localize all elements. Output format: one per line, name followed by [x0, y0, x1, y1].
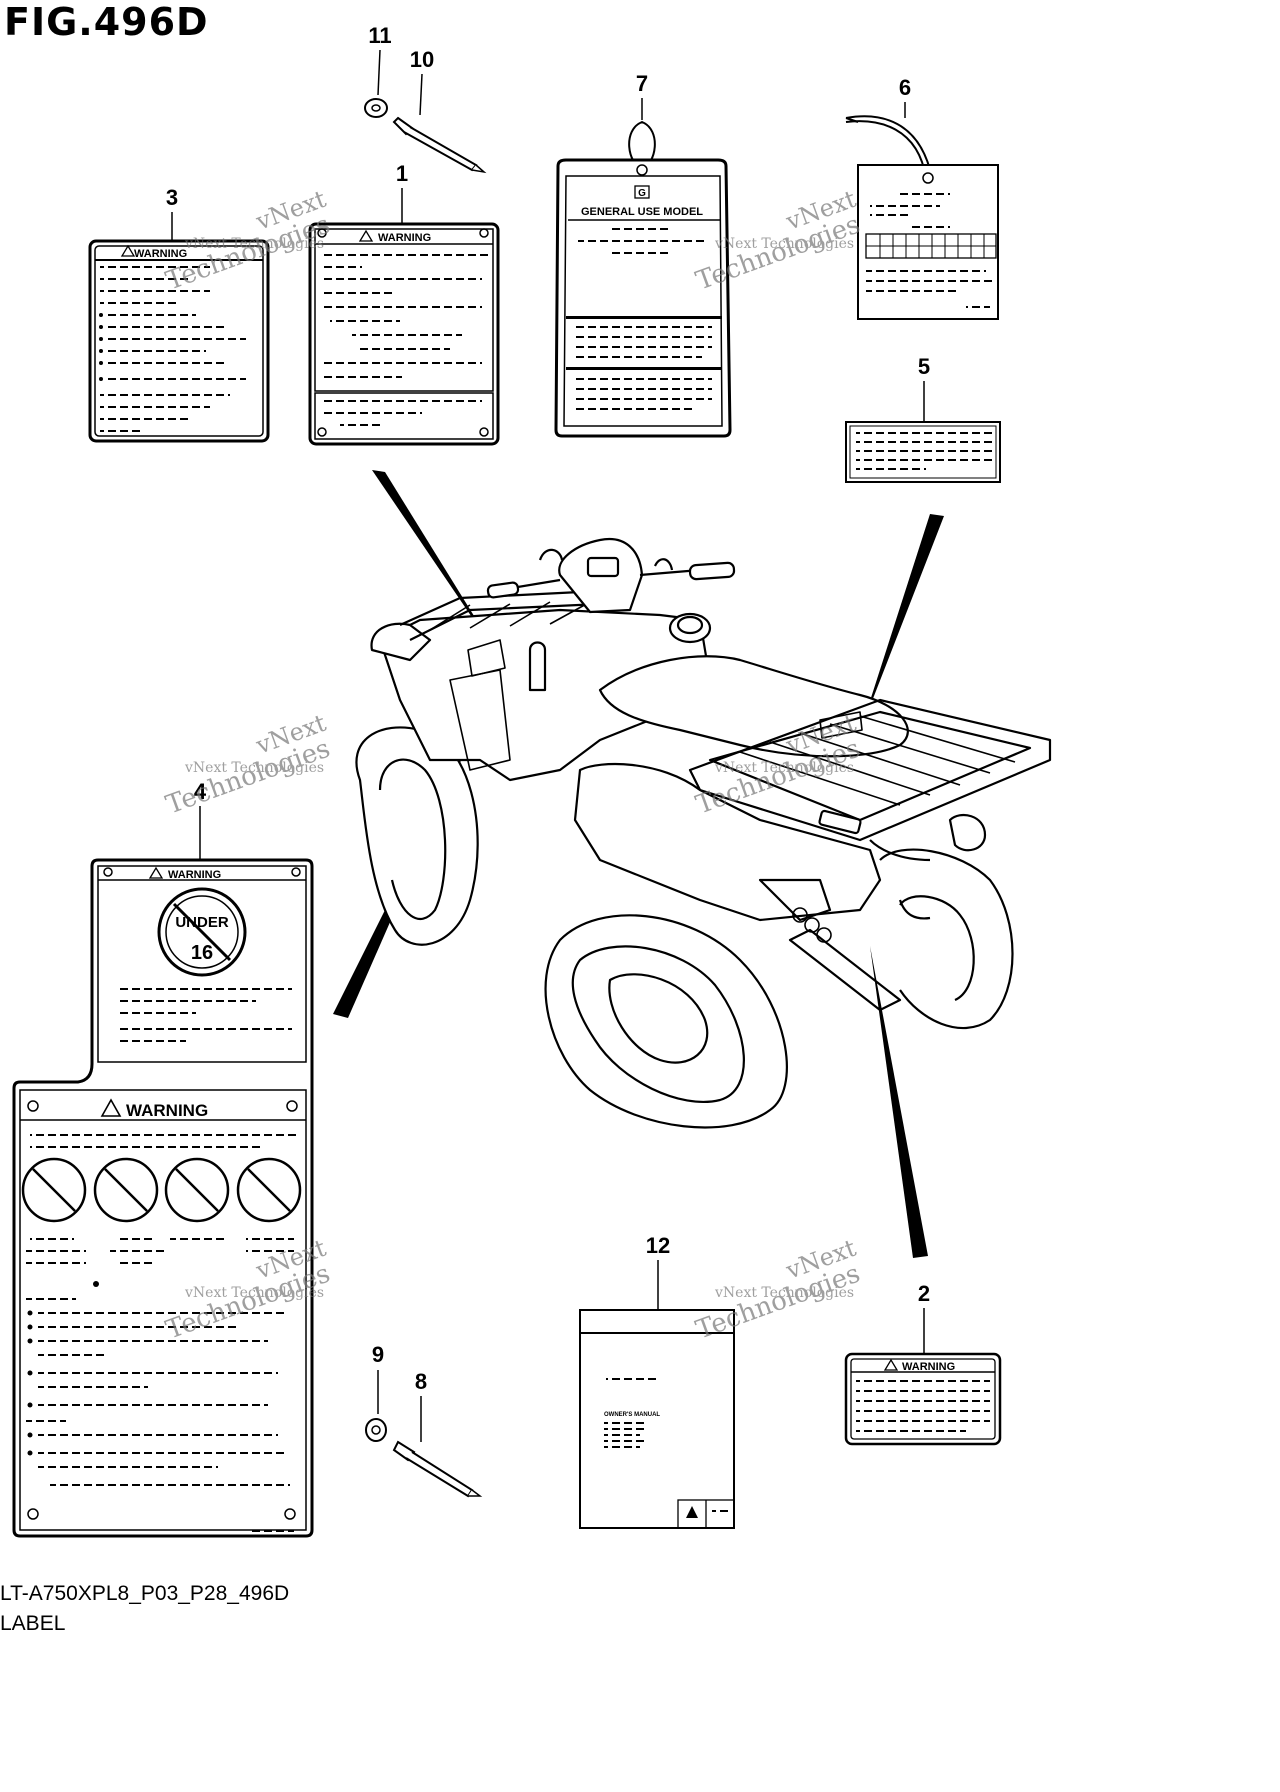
callout-7: 7 [636, 71, 648, 96]
label-2[interactable]: WARNING [844, 1352, 1002, 1446]
warning-text-large: WARNING [126, 1101, 208, 1120]
warning-triangle-icon [883, 1358, 899, 1371]
leader-wedge [860, 514, 944, 732]
rivet-pin-10[interactable] [392, 116, 487, 174]
hang-tag-7[interactable]: G GENERAL USE MODEL [554, 120, 732, 438]
label-1[interactable]: WARNING [308, 222, 500, 446]
callout-3: 3 [166, 185, 178, 210]
callout-6: 6 [899, 75, 911, 100]
callout-9: 9 [372, 1342, 384, 1367]
under-16-icon: UNDER 16 [157, 887, 247, 977]
svg-text:16: 16 [191, 942, 213, 964]
tag-letter: G [638, 188, 646, 199]
svg-text:Technologies: Technologies [692, 1259, 864, 1346]
callout-11: 11 [368, 23, 391, 48]
svg-text:vNext Technologies: vNext Technologies [184, 760, 324, 776]
callout-10: 10 [410, 47, 434, 72]
callout-1: 1 [396, 161, 408, 186]
callout-4: 4 [194, 779, 207, 804]
callout-2: 2 [918, 1281, 930, 1306]
label-4[interactable]: WARNING UNDER 16 WARNING [12, 858, 314, 1538]
rivet-pin-8[interactable] [392, 1440, 483, 1498]
svg-text:vNext Technologies: vNext Technologies [714, 236, 854, 252]
washer-11[interactable] [364, 98, 388, 118]
hang-tag-6[interactable] [845, 115, 999, 320]
svg-text:UNDER: UNDER [175, 914, 229, 931]
warning-triangle-icon [148, 866, 164, 879]
diagram-code: LT-A750XPL8_P03_P28_496D [0, 1582, 290, 1605]
figure-title: FIG.496D [4, 0, 209, 44]
atv-illustration [355, 537, 1052, 1129]
logo-icon [686, 1506, 698, 1518]
warning-text: WARNING [134, 248, 187, 260]
svg-text:vNext Technologies: vNext Technologies [714, 760, 854, 776]
washer-9[interactable] [365, 1418, 387, 1442]
label-5[interactable] [845, 421, 1001, 483]
callout-12: 12 [646, 1233, 670, 1258]
callout-8: 8 [415, 1369, 427, 1394]
svg-text:vNext Technologies: vNext Technologies [184, 236, 324, 252]
warning-triangle-icon [100, 1098, 122, 1117]
watermark-mid-left: vNext Technologies vNext Technologies [162, 709, 334, 821]
svg-text:Technologies: Technologies [162, 734, 334, 821]
diagram-caption: LABEL [0, 1612, 66, 1635]
callout-5: 5 [918, 354, 930, 379]
warning-text: WARNING [168, 869, 221, 881]
owners-manual-text: OWNER'S MANUAL [604, 1412, 660, 1418]
warning-triangle-icon [358, 229, 374, 242]
svg-text:vNext Technologies: vNext Technologies [714, 1285, 854, 1301]
general-use-model-text: GENERAL USE MODEL [581, 206, 703, 218]
leader-wedge [870, 946, 928, 1258]
prohibition-icons [21, 1157, 302, 1223]
svg-text:vNext Technologies: vNext Technologies [184, 1285, 324, 1301]
warning-text: WARNING [378, 232, 431, 244]
watermark-bottom-right: vNext Technologies vNext Technologies [692, 1234, 864, 1346]
warning-triangle-icon [120, 244, 136, 257]
warning-text: WARNING [902, 1361, 955, 1373]
owners-manual-12[interactable]: OWNER'S MANUAL [579, 1309, 735, 1529]
label-3[interactable]: WARNING [88, 239, 270, 443]
